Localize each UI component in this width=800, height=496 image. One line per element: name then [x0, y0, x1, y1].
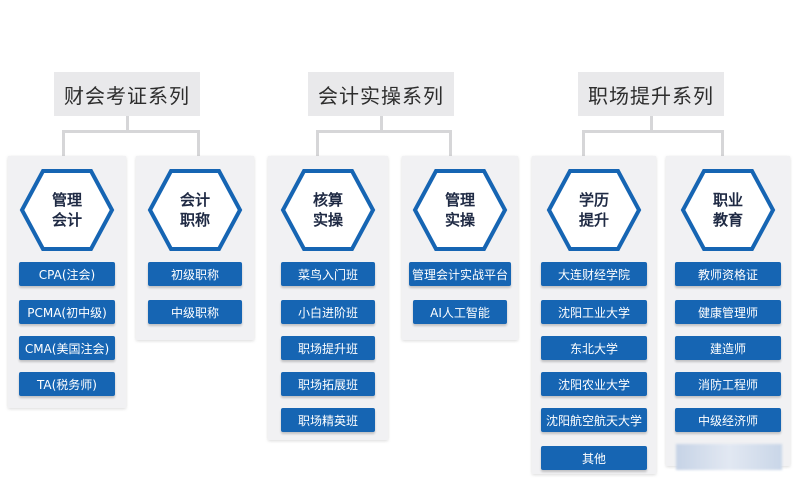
- item-mgmt-platform[interactable]: 管理会计实战平台: [409, 262, 511, 286]
- item-mid-title[interactable]: 中级职称: [148, 300, 242, 324]
- hex-badge: 管理 会计: [19, 168, 115, 252]
- item-fire-engineer[interactable]: 消防工程师: [675, 372, 781, 396]
- connector-stem: [650, 116, 653, 130]
- hex-badge: 会计 职称: [147, 168, 243, 252]
- hex-line-2: 提升: [578, 211, 609, 229]
- header-accounting-practice-label: 会计实操系列: [318, 83, 444, 108]
- hex-badge: 职业 教育: [680, 168, 776, 252]
- connector-bracket: [62, 130, 200, 159]
- item-shenyang-tech[interactable]: 沈阳工业大学: [541, 300, 647, 324]
- hex-line-1: 学历: [578, 191, 609, 209]
- hex-line-2: 实操: [312, 211, 343, 229]
- hex-line-1: 会计: [179, 191, 210, 209]
- item-northeastern[interactable]: 东北大学: [541, 336, 647, 360]
- item-dalian-finance[interactable]: 大连财经学院: [541, 262, 647, 286]
- item-other[interactable]: 其他: [541, 446, 647, 470]
- header-career-up-label: 职场提升系列: [588, 83, 714, 108]
- connector-bracket: [316, 130, 452, 159]
- hexagon-icon: [280, 169, 376, 251]
- item-career-expand[interactable]: 职场拓展班: [281, 372, 375, 396]
- hex-badge: 学历 提升: [546, 168, 642, 252]
- item-pcma[interactable]: PCMA(初中级): [19, 300, 115, 324]
- card-vocational: 职业 教育 教师资格证 健康管理师 建造师 消防工程师 中级经济师: [666, 156, 790, 470]
- hexagon-icon: [546, 169, 642, 251]
- item-career-up[interactable]: 职场提升班: [281, 336, 375, 360]
- hex-line-2: 会计: [51, 211, 82, 229]
- hex-line-1: 核算: [312, 191, 343, 209]
- blurred-watermark: [676, 444, 782, 470]
- hexagon-icon: [680, 169, 776, 251]
- item-shenyang-aero[interactable]: 沈阳航空航天大学: [541, 408, 647, 432]
- card-bookkeeping-practice: 核算 实操 菜鸟入门班 小白进阶班 职场提升班 职场拓展班 职场精英班: [268, 156, 388, 440]
- card-accounting-title: 会计 职称 初级职称 中级职称: [136, 156, 254, 340]
- item-health-mgmt[interactable]: 健康管理师: [675, 300, 781, 324]
- item-junior-title[interactable]: 初级职称: [148, 262, 242, 286]
- hex-line-2: 实操: [444, 211, 475, 229]
- item-beginner[interactable]: 菜鸟入门班: [281, 262, 375, 286]
- header-finance-cert: 财会考证系列: [54, 72, 200, 116]
- item-ai[interactable]: AI人工智能: [413, 300, 507, 324]
- item-cpa[interactable]: CPA(注会): [19, 262, 115, 286]
- hex-badge: 核算 实操: [280, 168, 376, 252]
- hexagon-icon: [19, 169, 115, 251]
- hex-badge: 管理 实操: [412, 168, 508, 252]
- item-constructor[interactable]: 建造师: [675, 336, 781, 360]
- card-mgmt-practice: 管理 实操 管理会计实战平台 AI人工智能: [402, 156, 518, 340]
- hex-line-2: 职称: [179, 211, 210, 229]
- hex-line-1: 管理: [51, 191, 82, 209]
- item-mid-economist[interactable]: 中级经济师: [675, 408, 781, 432]
- item-ta[interactable]: TA(税务师): [19, 372, 115, 396]
- item-cma[interactable]: CMA(美国注会): [19, 336, 115, 360]
- hex-line-1: 职业: [712, 191, 743, 209]
- card-degree-up: 学历 提升 大连财经学院 沈阳工业大学 东北大学 沈阳农业大学 沈阳航空航天大学…: [532, 156, 656, 474]
- connector-stem: [126, 116, 129, 130]
- connector-stem: [380, 116, 383, 130]
- card-mgmt-accounting: 管理 会计 CPA(注会) PCMA(初中级) CMA(美国注会) TA(税务师…: [8, 156, 126, 408]
- header-career-up: 职场提升系列: [578, 72, 724, 116]
- item-teacher-cert[interactable]: 教师资格证: [675, 262, 781, 286]
- connector-bracket: [582, 130, 724, 159]
- hexagon-icon: [412, 169, 508, 251]
- item-shenyang-agri[interactable]: 沈阳农业大学: [541, 372, 647, 396]
- header-accounting-practice: 会计实操系列: [308, 72, 454, 116]
- item-advanced[interactable]: 小白进阶班: [281, 300, 375, 324]
- header-finance-cert-label: 财会考证系列: [64, 83, 190, 108]
- hex-line-1: 管理: [444, 191, 475, 209]
- item-career-elite[interactable]: 职场精英班: [281, 408, 375, 432]
- hexagon-icon: [147, 169, 243, 251]
- hex-line-2: 教育: [712, 211, 743, 229]
